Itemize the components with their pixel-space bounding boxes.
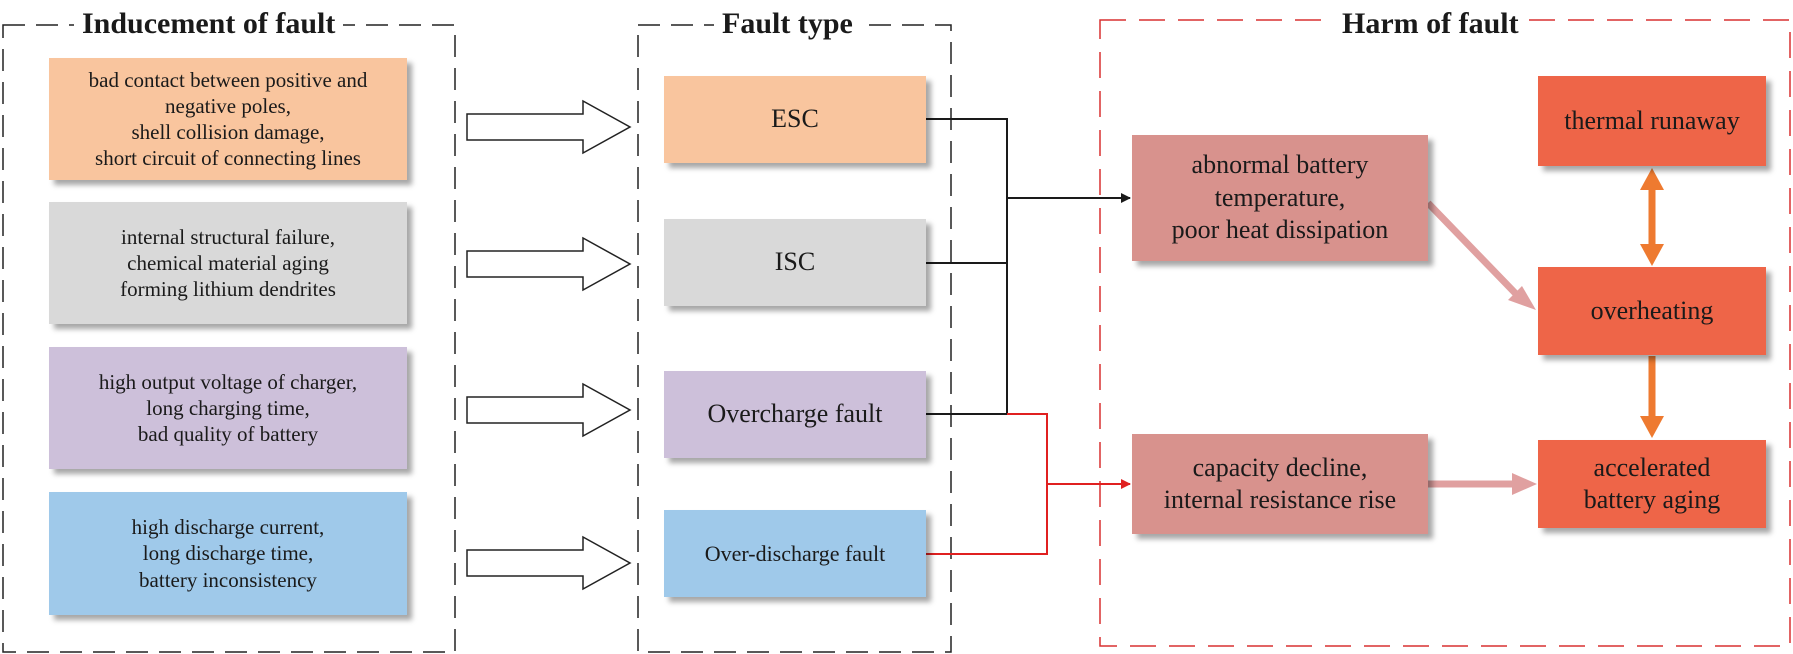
fault-type-frame	[637, 24, 952, 653]
harm-temperature: abnormal battery temperature, poor heat …	[1132, 135, 1428, 261]
arrow-runaway-overheating-up	[1640, 168, 1664, 190]
hollow-arrow-1	[466, 99, 632, 155]
hollow-arrow-3	[466, 382, 632, 438]
fault-type-esc: ESC	[664, 76, 926, 163]
connector-esc	[925, 118, 1008, 414]
harm-capacity: capacity decline, internal resistance ri…	[1132, 434, 1428, 534]
inducement-title: Inducement of fault	[74, 2, 344, 46]
harm-title: Harm of fault	[1334, 2, 1527, 46]
cause-esc: bad contact between positive and negativ…	[49, 58, 407, 180]
harm-frame	[1099, 19, 1791, 647]
arrow-runaway-overheating-down	[1640, 244, 1664, 266]
cause-isc: internal structural failure, chemical ma…	[49, 202, 407, 324]
fault-type-overdischarge: Over-discharge fault	[664, 510, 926, 597]
hollow-arrow-2	[466, 236, 632, 292]
hollow-arrow-4	[466, 535, 632, 591]
connector-overcharge-red	[925, 413, 1048, 555]
result-overheating: overheating	[1538, 267, 1766, 355]
fault-type-overcharge: Overcharge fault	[664, 371, 926, 458]
arrow-temperature-to-overheating	[1425, 200, 1521, 299]
cause-overdischarge: high discharge current, long discharge t…	[49, 492, 407, 615]
cause-overcharge: high output voltage of charger, long cha…	[49, 347, 407, 469]
inducement-frame	[2, 24, 456, 653]
arrow-capacity-to-aging-head	[1512, 473, 1537, 495]
result-accelerated-aging: accelerated battery aging	[1538, 440, 1766, 528]
arrow-temperature-to-overheating-head	[1508, 286, 1536, 310]
fault-type-isc: ISC	[664, 219, 926, 306]
fault-type-title: Fault type	[714, 2, 861, 46]
arrow-overheating-aging-down	[1640, 416, 1664, 438]
result-thermal-runaway: thermal runaway	[1538, 76, 1766, 166]
